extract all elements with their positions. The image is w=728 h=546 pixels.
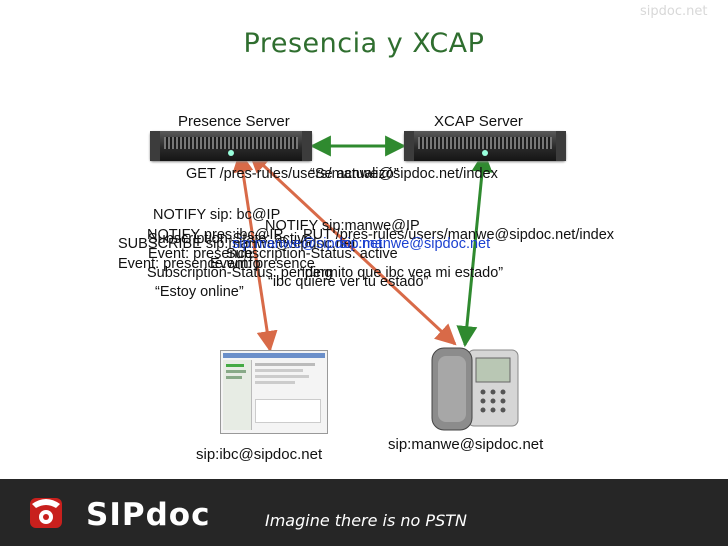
slide-title: Presencia y XCAP <box>243 28 485 59</box>
msg-event-presence: Event: presence <box>148 246 253 262</box>
watermark: sipdoc.net <box>640 4 708 19</box>
presence-server-icon <box>150 131 312 161</box>
footer-brand: SIPdoc <box>86 497 211 533</box>
msg-notify-bc: NOTIFY sip: bc@IP <box>153 207 281 223</box>
ibc-client-screenshot <box>220 350 328 434</box>
msg-get-rules: GET /pres-rules/users/manwe@sipdoc.net/i… <box>186 166 498 182</box>
msg-permito: “permito que ibc vea mi estado” <box>300 265 504 281</box>
msg-subscribe: SUBSCRIBE sip:manwe@sipdoc.net <box>118 236 356 252</box>
msg-event-winfo: Event: presence.winfo <box>118 256 261 272</box>
presence-server-label: Presence Server <box>178 113 290 130</box>
msg-notify-updated: “Se actualizó” <box>310 166 399 182</box>
msg-event-winfo-2: Event: presence <box>210 256 315 272</box>
msg-subscribe-uri: sip:manwe@sipdoc.net <box>232 236 383 252</box>
footer-bar <box>0 479 728 546</box>
msg-put-rules: PUT /pres-rules/users/manwe@sipdoc.net/i… <box>303 227 615 243</box>
msg-subscription-pending: Subscription-Status: pending <box>147 265 333 281</box>
msg-pres-uri: sip:manwe@sipdoc.net <box>340 236 491 252</box>
arrow-manwe-presence <box>248 151 457 346</box>
msg-ibc-quiere: “ibc quiere ver tu estado” <box>268 274 429 290</box>
manwe-client-label: sip:manwe@sipdoc.net <box>388 436 544 453</box>
msg-subscription-active: Subscription-Status: active <box>226 246 398 262</box>
sipdoc-logo-phone-icon <box>30 498 62 528</box>
msg-sub-state: Subscription-State: active <box>148 231 313 247</box>
xcap-server-icon <box>404 131 566 161</box>
msg-notify-presence: NOTIFY pres:ibc@IP <box>147 227 284 243</box>
manwe-ip-phone-icon <box>431 347 519 431</box>
msg-estoy-online: “Estoy online” <box>155 284 244 300</box>
msg-notify-manwe: NOTIFY sip:manwe@IP <box>265 218 420 234</box>
footer-tagline: Imagine there is no PSTN <box>265 511 467 530</box>
ibc-client-label: sip:ibc@sipdoc.net <box>196 446 323 463</box>
xcap-server-label: XCAP Server <box>434 113 523 130</box>
arrow-manwe-xcap <box>456 150 493 348</box>
